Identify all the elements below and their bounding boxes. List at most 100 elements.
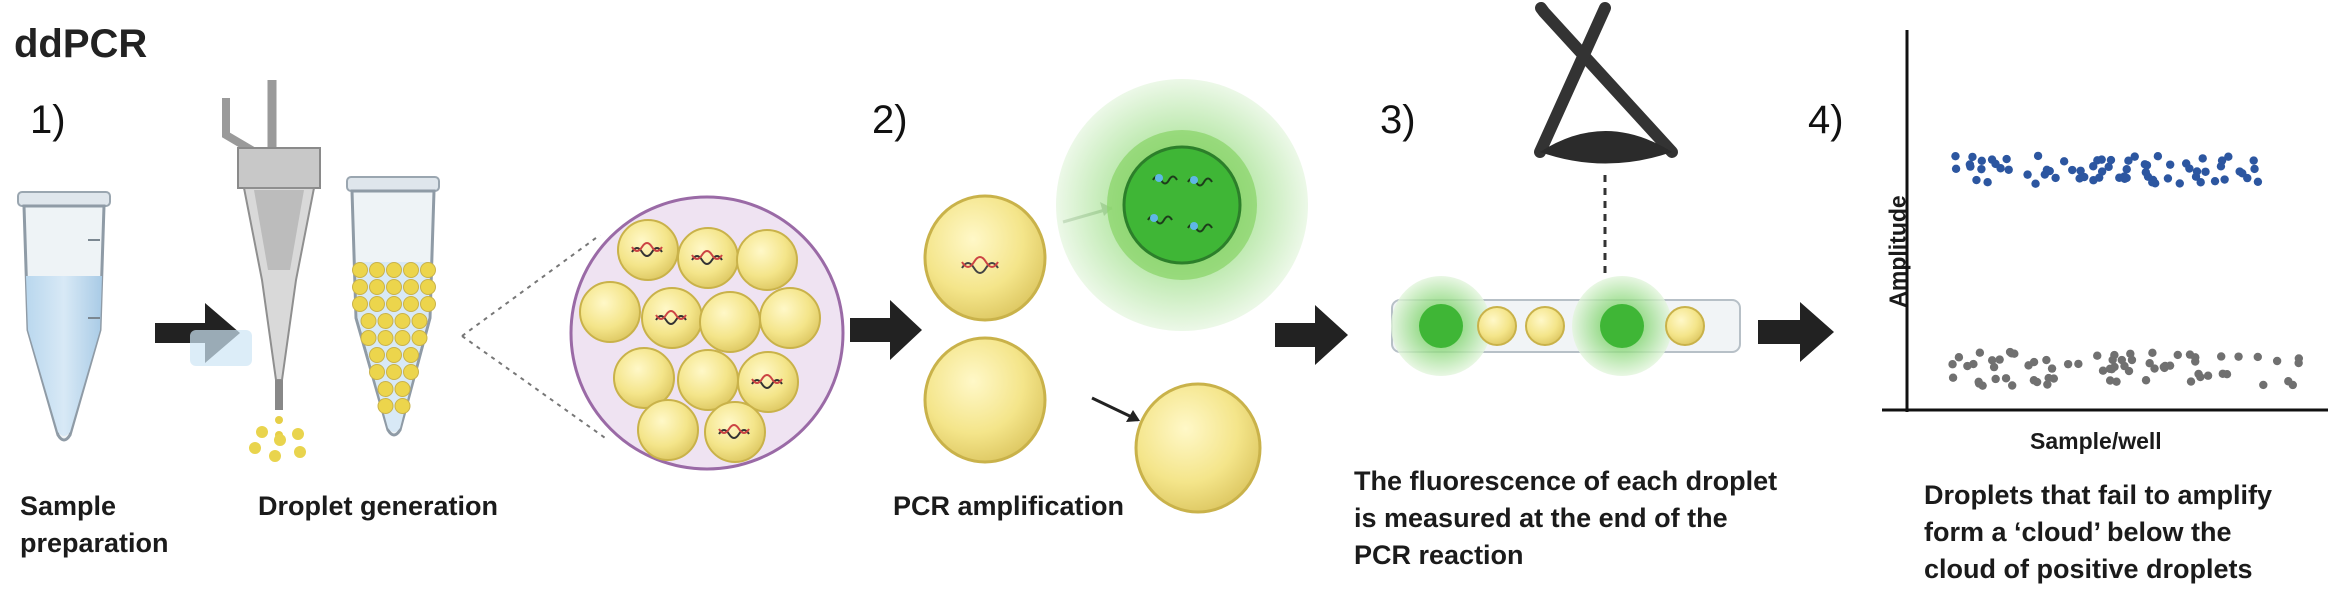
negative-droplet-point bbox=[2218, 369, 2227, 378]
tube-droplet bbox=[420, 262, 436, 278]
caption-droplet-generation: Droplet generation bbox=[258, 491, 499, 521]
negative-droplet-point bbox=[2148, 348, 2157, 358]
tube-droplet bbox=[403, 296, 419, 312]
negative-droplet-point bbox=[2259, 380, 2268, 390]
tube-droplet bbox=[403, 262, 419, 278]
non-fluorescent-droplet bbox=[1134, 382, 1262, 514]
tube-droplet bbox=[403, 279, 419, 295]
positive-droplet-point bbox=[2130, 152, 2139, 161]
dna-strand-icon bbox=[631, 247, 663, 257]
negative-droplet-point bbox=[2112, 377, 2121, 386]
negative-droplet-point bbox=[2126, 349, 2135, 358]
positive-droplet-point bbox=[1966, 162, 1975, 171]
positive-droplet-point bbox=[2192, 167, 2202, 176]
caption-pcr-amplification: PCR amplification bbox=[893, 491, 1125, 521]
positive-droplet-point bbox=[2104, 162, 2113, 172]
positive-droplet-point bbox=[1987, 155, 1997, 164]
negative-droplet-point bbox=[2044, 373, 2053, 383]
positive-droplet-point bbox=[2097, 167, 2107, 176]
tube-droplet bbox=[369, 262, 385, 278]
positive-droplet-point bbox=[2250, 164, 2259, 174]
dna-strand-icon bbox=[718, 424, 750, 434]
negative-droplet-point bbox=[2160, 363, 2169, 373]
tube-droplet bbox=[386, 262, 402, 278]
tube-droplet bbox=[377, 330, 394, 346]
caption-line: form a ‘cloud’ below the bbox=[1924, 517, 2232, 547]
positive-droplet-point bbox=[2175, 179, 2184, 188]
positive-droplet-point bbox=[2210, 176, 2220, 186]
dna-strand-icon bbox=[718, 429, 750, 439]
positive-droplet-point bbox=[1951, 151, 1960, 161]
dna-strand-icon bbox=[631, 242, 663, 252]
positive-droplet-point bbox=[1983, 177, 1992, 187]
step-label-1: 1) bbox=[30, 98, 66, 142]
negative-droplet-point bbox=[2063, 359, 2073, 369]
positive-droplet-point bbox=[1977, 156, 1986, 166]
positive-droplet-point bbox=[2002, 154, 2011, 164]
tube-droplet bbox=[360, 313, 377, 329]
positive-droplet-point bbox=[2031, 179, 2040, 188]
negative-droplet-point bbox=[2294, 358, 2303, 368]
amplitude-plot bbox=[1882, 30, 2328, 412]
caption-line: preparation bbox=[20, 528, 169, 558]
caption-fluorescence: The fluorescence of each droplet is meas… bbox=[1354, 463, 1777, 574]
tube-droplet bbox=[386, 347, 402, 363]
positive-droplet-point bbox=[2142, 161, 2152, 170]
pcr-droplet-empty bbox=[923, 336, 1047, 464]
negative-droplet-point bbox=[1954, 353, 1964, 362]
positive-droplet-point bbox=[2185, 164, 2194, 173]
positive-droplet-point bbox=[2148, 178, 2157, 187]
dna-strand-icon bbox=[655, 315, 687, 325]
negative-droplet-point bbox=[2093, 351, 2102, 360]
caption-sample-preparation: Sample preparation bbox=[20, 488, 169, 562]
positive-droplet-point bbox=[2045, 166, 2054, 176]
tube-droplet bbox=[369, 364, 385, 380]
negative-droplet-point bbox=[1989, 362, 1999, 372]
zoom-droplet bbox=[759, 287, 821, 349]
caption-line: PCR reaction bbox=[1354, 540, 1524, 570]
tube-droplet bbox=[420, 279, 436, 295]
detector-eye-icon bbox=[1534, 2, 1678, 278]
positive-droplet-point bbox=[2196, 178, 2205, 187]
step-label-3: 3) bbox=[1380, 98, 1416, 142]
tube-droplet bbox=[394, 381, 411, 397]
caption-line: The fluorescence of each droplet bbox=[1354, 466, 1778, 496]
positive-droplet-point bbox=[2076, 166, 2085, 175]
negative-droplet-point bbox=[1975, 348, 1985, 357]
negative-droplet-point bbox=[2074, 359, 2083, 369]
tube-droplet bbox=[386, 364, 402, 380]
negative-droplet-point bbox=[1991, 374, 2000, 384]
negative-droplet-point bbox=[2007, 381, 2017, 390]
zoom-droplet bbox=[699, 291, 761, 353]
tube-droplet bbox=[352, 279, 368, 295]
positive-droplet-point bbox=[2124, 156, 2133, 165]
positive-droplet-point bbox=[2059, 157, 2069, 166]
caption-line: Sample bbox=[20, 491, 117, 521]
zoom-droplet bbox=[704, 401, 766, 463]
dna-strand-icon bbox=[655, 310, 687, 320]
positive-droplet-point bbox=[2089, 162, 2098, 171]
tube-droplet bbox=[411, 330, 428, 346]
negative-droplet-point bbox=[2047, 364, 2057, 373]
flow-channel bbox=[1391, 276, 1741, 376]
negative-droplet-point bbox=[1978, 381, 1987, 390]
negative-droplet-point bbox=[2145, 359, 2154, 368]
negative-droplet-point bbox=[2253, 352, 2262, 362]
zoom-droplet bbox=[677, 349, 739, 411]
negative-droplet-point bbox=[2110, 350, 2119, 360]
zoom-droplet bbox=[637, 399, 699, 461]
tube-droplet bbox=[369, 279, 385, 295]
negative-droplet-point bbox=[2105, 376, 2115, 385]
positive-droplet-point bbox=[2224, 152, 2233, 161]
negative-droplet-point bbox=[2042, 355, 2051, 365]
tube-droplet bbox=[377, 398, 394, 414]
negative-droplet-point bbox=[2043, 380, 2052, 389]
negative-droplet-point bbox=[1969, 359, 1978, 369]
positive-droplet-point bbox=[2004, 165, 2013, 174]
plot-x-axis-label: Sample/well bbox=[2030, 428, 2162, 454]
negative-droplet-point bbox=[1987, 356, 1997, 365]
sample-tube-icon bbox=[17, 191, 111, 442]
negative-droplet-point bbox=[2120, 361, 2129, 371]
positive-droplet-point bbox=[1951, 164, 1961, 173]
positive-droplet-point bbox=[2235, 167, 2244, 176]
